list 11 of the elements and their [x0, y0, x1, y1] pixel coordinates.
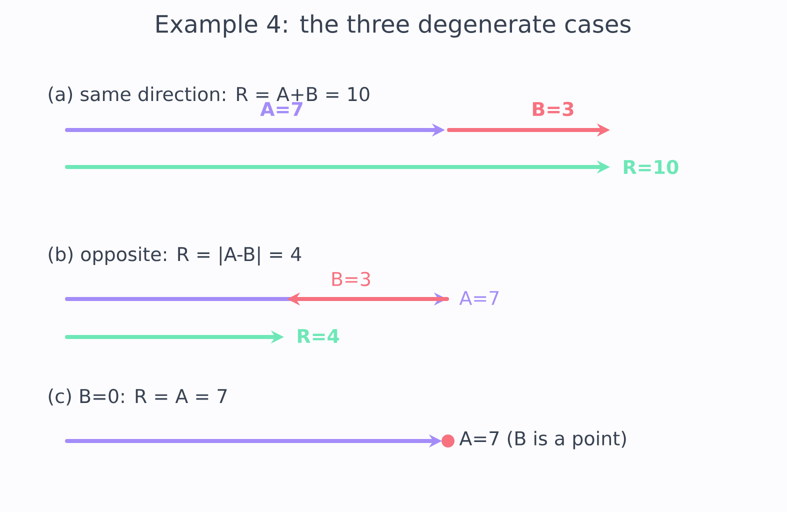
vector-label: A=7	[260, 102, 302, 116]
case-heading: (b) opposite: R = |A-B| = 4	[48, 246, 302, 266]
vector-label: R=4	[298, 329, 340, 343]
point-label: A=7 (B is a point)	[459, 430, 626, 450]
case-heading: (c) B=0: R = A = 7	[48, 388, 227, 406]
vector-label: B=3	[532, 102, 574, 116]
case-heading: (a) same direction: R = A+B = 10	[48, 86, 370, 104]
vector-label: A=7	[459, 291, 499, 305]
vector-label: B=3	[332, 272, 370, 286]
title: Example 4: the three degenerate cases	[156, 14, 631, 38]
vector-label: R=10	[624, 160, 678, 174]
